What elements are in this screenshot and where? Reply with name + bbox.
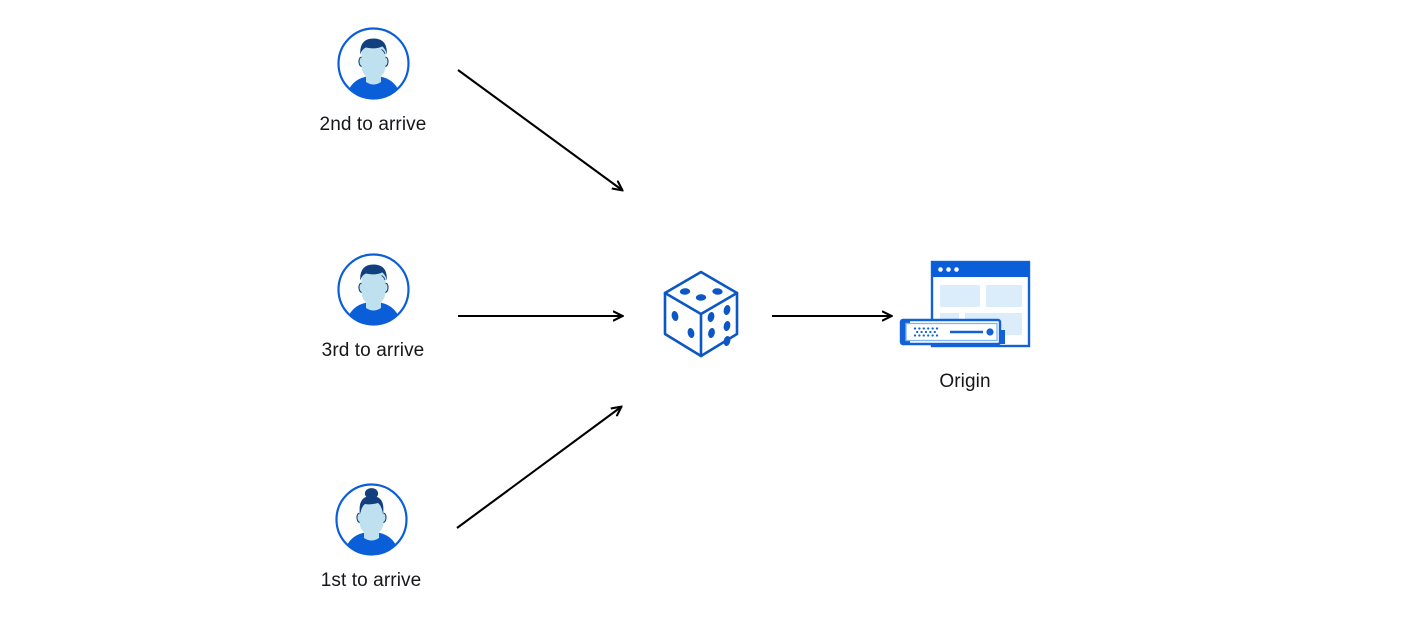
origin-server-icon [895, 258, 1035, 356]
node-visitor-1st[interactable]: 1st to arrive [296, 482, 446, 594]
arrow-1st-to-dice [456, 407, 621, 529]
node-origin-server[interactable]: Origin [895, 258, 1035, 395]
user-avatar-male-icon [336, 26, 411, 101]
user-avatar-female-icon [334, 482, 409, 557]
node-label-visitor-3rd: 3rd to arrive [321, 340, 425, 361]
node-visitor-3rd[interactable]: 3rd to arrive [298, 252, 448, 364]
node-label-visitor-1st: 1st to arrive [320, 570, 422, 591]
node-visitor-2nd[interactable]: 2nd to arrive [298, 26, 448, 138]
node-label-origin: Origin [939, 371, 991, 392]
node-label-visitor-2nd: 2nd to arrive [319, 114, 427, 135]
router-device-shape [899, 318, 1005, 346]
dice-icon [658, 268, 744, 360]
node-random-selection[interactable] [658, 268, 744, 360]
user-avatar-male-icon [336, 252, 411, 327]
arrow-2nd-to-dice [457, 69, 622, 190]
